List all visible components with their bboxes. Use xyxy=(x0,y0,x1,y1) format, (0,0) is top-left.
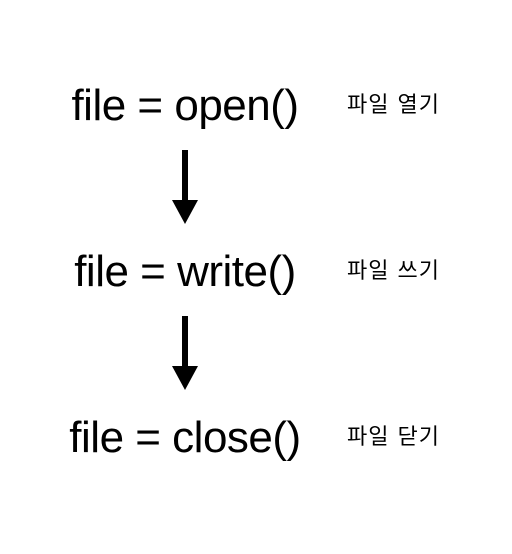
description-open-file: 파일 열기 xyxy=(347,93,440,118)
flow-step-write: file = write() 파일 쓰기 xyxy=(0,242,512,302)
description-close-file: 파일 닫기 xyxy=(347,425,440,450)
arrow-down-icon xyxy=(170,150,200,226)
code-open-call: file = open() xyxy=(71,81,299,130)
code-write-call: file = write() xyxy=(74,247,296,296)
code-close-call: file = close() xyxy=(69,413,301,462)
description-write-file: 파일 쓰기 xyxy=(347,259,440,284)
flow-step-close: file = close() 파일 닫기 xyxy=(0,408,512,468)
flow-step-open: file = open() 파일 열기 xyxy=(0,76,512,136)
arrow-down-icon xyxy=(170,316,200,392)
